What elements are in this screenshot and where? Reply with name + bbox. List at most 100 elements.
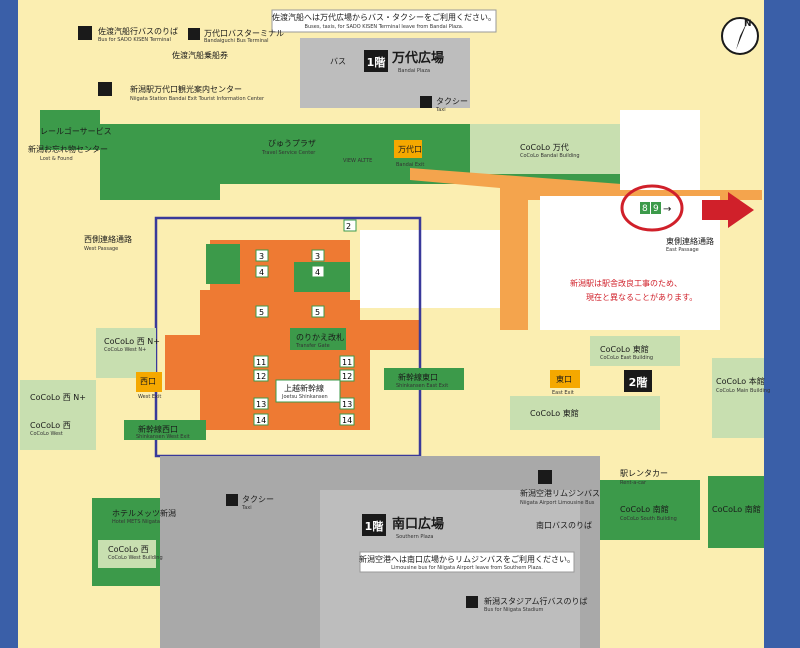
shinkansen-west-gate bbox=[124, 420, 206, 440]
shinkansen-block bbox=[275, 379, 341, 403]
cocolo-west-n-block bbox=[96, 328, 156, 378]
travel-plaza-jp: びゅうプラザ bbox=[268, 139, 316, 148]
platform-badge bbox=[339, 413, 355, 426]
platform-badge bbox=[311, 305, 325, 318]
platform-number: 3 bbox=[259, 252, 264, 261]
cocolo-east-block bbox=[590, 336, 680, 366]
bandai-bus-terminal-jp: 万代口バスターミナル bbox=[204, 28, 284, 38]
floor2-badge-text: 2階 bbox=[629, 375, 648, 389]
platform-number: 14 bbox=[256, 416, 266, 425]
east-gate-en: Shinkansen East Exit bbox=[396, 383, 448, 389]
tourist-center-en: Niigata Station Bandai Exit Tourist Info… bbox=[130, 96, 265, 102]
transfer-gate-block bbox=[290, 328, 346, 350]
cocolo-west-en: CoCoLo West bbox=[30, 431, 63, 437]
sado-ticket-jp: 佐渡汽船乗船券 bbox=[172, 50, 228, 60]
bus-label: バス bbox=[330, 57, 346, 66]
bus-sado-jp: 佐渡汽船行バスのりば bbox=[98, 26, 178, 36]
rent-car-jp: 駅レンタカー bbox=[620, 469, 668, 478]
station-building-left bbox=[100, 124, 220, 200]
right-blue-border bbox=[764, 0, 800, 648]
stadium-bus-icon bbox=[466, 596, 478, 608]
cocolo-west: CoCoLo 西 bbox=[30, 421, 71, 430]
south-floor-badge-text: 1階 bbox=[365, 519, 384, 533]
platform-badge bbox=[339, 355, 355, 368]
red-direction-arrow bbox=[702, 192, 754, 228]
west-passage-jp: 西側連絡通路 bbox=[84, 234, 132, 244]
cocolo-west-n2-block bbox=[20, 380, 96, 450]
taxi-south-jp: タクシー bbox=[242, 495, 274, 504]
bandai-exit-en: Bandai Exit bbox=[396, 162, 424, 168]
west-passage-en: West Passage bbox=[84, 246, 118, 252]
platform-number: 5 bbox=[259, 308, 264, 317]
cocolo-main-block bbox=[712, 358, 764, 438]
platform-badge bbox=[255, 305, 269, 318]
platform-badge bbox=[339, 369, 355, 382]
left-green-building bbox=[40, 110, 100, 150]
platform-badge bbox=[253, 369, 269, 382]
lost-found-jp: 新潟お忘れ物センター bbox=[28, 144, 108, 154]
cocolo-bandai-block bbox=[470, 124, 620, 174]
platform-number: 12 bbox=[342, 372, 352, 381]
limousine-jp: 新潟空港リムジンバス bbox=[520, 488, 600, 498]
east-passage-en: East Passage bbox=[666, 247, 699, 253]
shinkansen-jp: 上越新幹線 bbox=[284, 383, 324, 393]
cocolo-east2: CoCoLo 東館 bbox=[530, 408, 579, 418]
platform-number: 11 bbox=[342, 358, 352, 367]
tourist-center-jp: 新潟駅万代口観光案内センター bbox=[130, 84, 242, 94]
south-far-right-building bbox=[708, 476, 764, 548]
west-exit-en: West Exit bbox=[138, 394, 161, 400]
south-plaza-en: Southern Plaza bbox=[396, 534, 434, 540]
west-exit-jp: 西口 bbox=[140, 377, 156, 386]
compass-needle bbox=[736, 20, 748, 50]
west-gate-jp: 新幹線西口 bbox=[138, 424, 178, 434]
highlight-red-circle bbox=[620, 184, 684, 232]
view-alte: VIEW ALTTE bbox=[343, 158, 372, 164]
platform-number: 5 bbox=[315, 308, 320, 317]
shinkansen-en: Joetsu Shinkansen bbox=[281, 394, 328, 400]
east-exit-en: East Exit bbox=[552, 390, 574, 396]
west-exit-gate bbox=[136, 372, 162, 392]
south-bus-jp: 南口バスのりば bbox=[536, 520, 592, 530]
bandai-plaza-area bbox=[300, 38, 470, 108]
platform-number: 11 bbox=[256, 358, 266, 367]
cocolo-south-en: CoCoLo South Building bbox=[620, 516, 677, 522]
south-floor-badge bbox=[362, 514, 386, 536]
midori-jp: のりかえ改札 bbox=[296, 332, 344, 342]
cocolo-south: CoCoLo 南館 bbox=[620, 504, 669, 514]
bandai-floor-badge-text: 1階 bbox=[367, 55, 386, 69]
track-9: 9 bbox=[653, 204, 659, 214]
platform-number: 12 bbox=[256, 372, 266, 381]
platform-badge bbox=[255, 249, 269, 262]
cocolo-bandai: CoCoLo 万代 bbox=[520, 142, 569, 152]
track-8: 8 bbox=[642, 204, 648, 214]
bandai-plaza-jp: 万代広場 bbox=[391, 50, 444, 66]
plane-icon bbox=[538, 470, 552, 484]
cocolo-west-n-en: CoCoLo West N+ bbox=[104, 347, 146, 353]
cocolo-west-n2: CoCoLo 西 N+ bbox=[30, 393, 86, 402]
south-notice-jp: 新潟空港へは南口広場からリムジンバスをご利用ください。 bbox=[359, 554, 575, 564]
platform-number: 2 bbox=[346, 222, 351, 231]
bandai-plaza-en: Bandai Plaza bbox=[398, 68, 430, 74]
shinkansen-east-gate bbox=[384, 368, 464, 390]
notice-red-1: 新潟駅は駅舎改良工事のため、 bbox=[570, 278, 682, 288]
rental-jp: レールゴーサービス bbox=[40, 126, 112, 136]
east-exit-gate bbox=[550, 370, 580, 388]
platform-badge bbox=[253, 397, 269, 410]
track-8-box bbox=[640, 202, 650, 214]
inner-area-mid bbox=[360, 230, 500, 308]
track-9-box bbox=[651, 202, 661, 214]
bandai-exit-gate bbox=[394, 140, 422, 158]
platform-badges: 2 3 4 4 3 5 5 11 11 12 12 13 13 14 14 bbox=[253, 219, 357, 426]
south-plaza-jp: 南口広場 bbox=[392, 516, 444, 532]
cocolo-east-en: CoCoLo East Building bbox=[600, 355, 653, 361]
west-gate-en: Shinkansen West Exit bbox=[136, 434, 190, 440]
rent-car-en: Rent-a-car bbox=[620, 480, 647, 486]
stadium-bus-en: Bus for Niigata Stadium bbox=[484, 607, 544, 613]
midori-en: Transfer Gate bbox=[295, 343, 330, 349]
floor2-badge bbox=[624, 370, 652, 392]
platform-badge bbox=[339, 397, 355, 410]
south-notice-box bbox=[359, 551, 575, 573]
bandai-bus-terminal-en: Bandaiguchi Bus Terminal bbox=[204, 38, 268, 44]
left-blue-border bbox=[0, 0, 18, 648]
